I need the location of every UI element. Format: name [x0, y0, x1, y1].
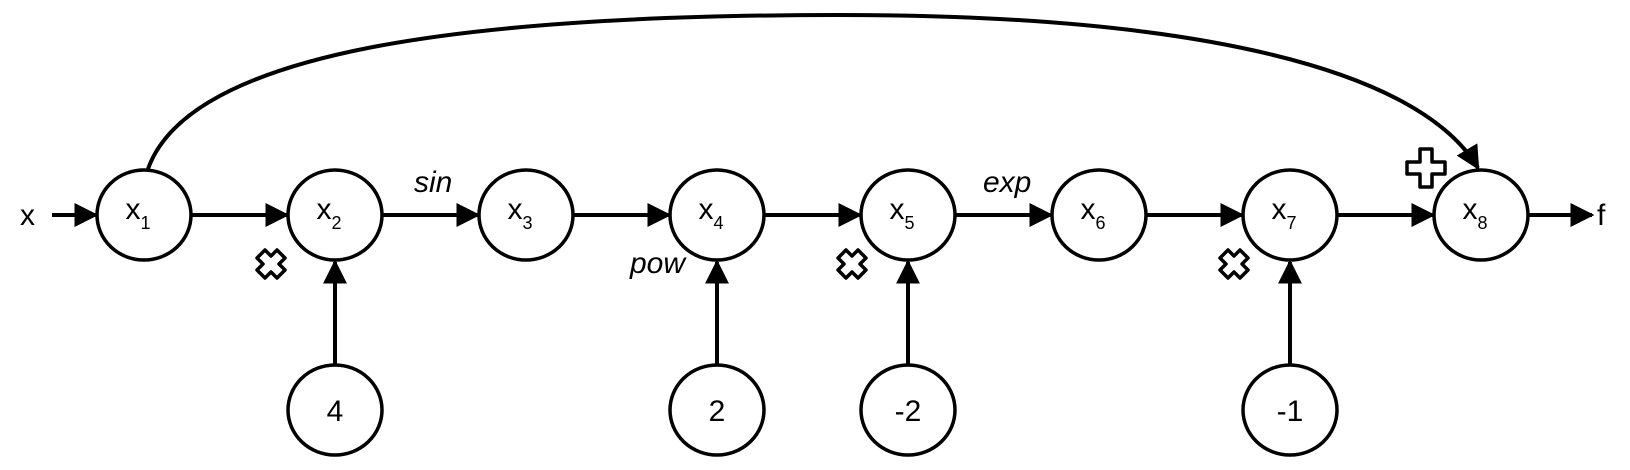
node-x3: x3	[477, 168, 575, 262]
op-label-sin: sin	[414, 166, 452, 199]
op-label-pow: pow	[629, 247, 687, 280]
svg-text:-2: -2	[895, 395, 922, 428]
svg-text:x5: x5	[889, 193, 914, 233]
plus-icon	[1405, 147, 1447, 189]
node-x7: x7	[1241, 168, 1339, 262]
node-x4: x4	[668, 168, 766, 262]
svg-text:4: 4	[327, 395, 344, 428]
svg-text:x4: x4	[698, 193, 723, 233]
svg-text:x8: x8	[1462, 193, 1487, 233]
input-label: x	[20, 199, 35, 232]
const-node-minus2: -2	[859, 363, 957, 457]
multiply-icon	[255, 248, 287, 280]
const-node-minus1: -1	[1241, 363, 1339, 457]
svg-text:x7: x7	[1271, 193, 1296, 233]
node-x6: x6	[1050, 168, 1148, 262]
multiply-icon	[1218, 248, 1250, 280]
node-x1: x1	[95, 168, 193, 262]
edge-x1-x8-curve	[146, 12, 1480, 171]
svg-text:x3: x3	[507, 193, 532, 233]
svg-text:2: 2	[709, 395, 726, 428]
svg-text:x2: x2	[316, 193, 341, 233]
svg-text:-1: -1	[1277, 395, 1304, 428]
output-label: f	[1597, 199, 1606, 232]
node-x2: x2	[286, 168, 384, 262]
const-node-2: 2	[668, 363, 766, 457]
node-x5: x5	[859, 168, 957, 262]
op-label-exp: exp	[983, 166, 1031, 199]
svg-text:x1: x1	[125, 193, 150, 233]
node-x8: x8	[1432, 168, 1530, 262]
svg-text:x6: x6	[1080, 193, 1105, 233]
multiply-icon	[836, 248, 868, 280]
const-node-4: 4	[286, 363, 384, 457]
